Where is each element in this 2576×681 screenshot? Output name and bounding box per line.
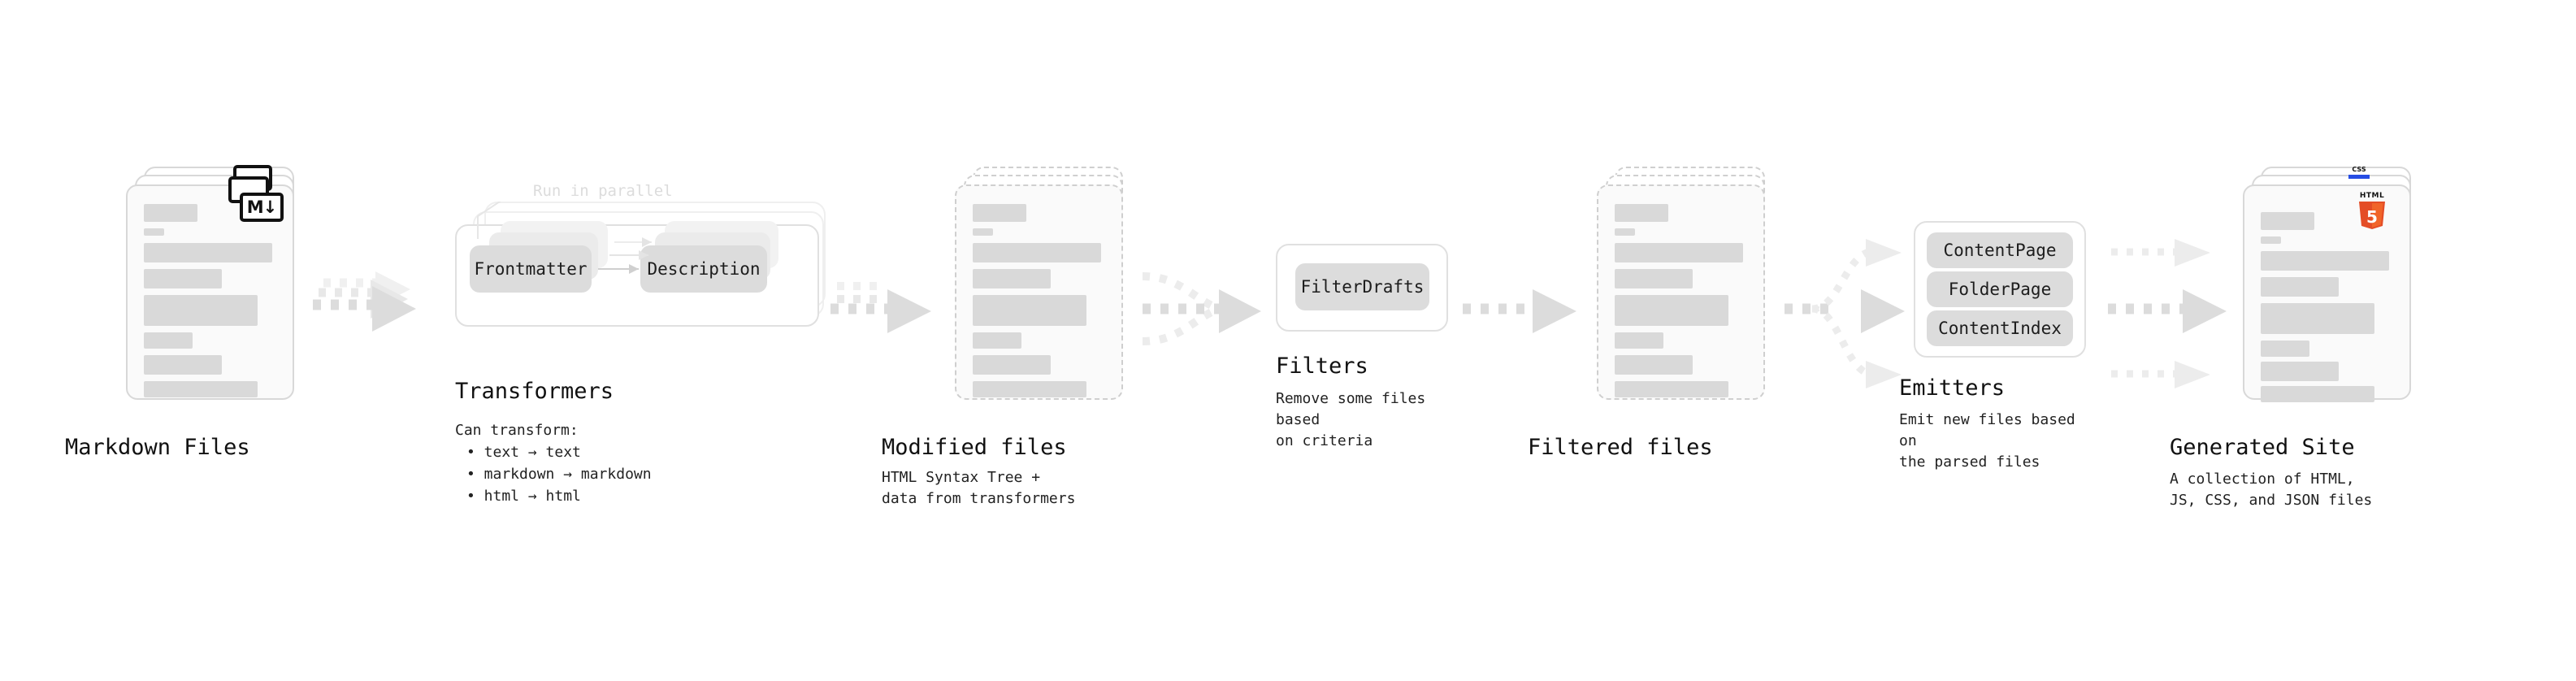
stage-title-modified-files: Modified files [882, 435, 1067, 460]
chip-filterdrafts[interactable]: FilterDrafts [1295, 263, 1429, 310]
skeleton-line [144, 269, 222, 288]
chip-contentpage-label: ContentPage [1943, 241, 2057, 260]
bullets-intro: Can transform: [455, 422, 579, 439]
skeleton-line [144, 295, 258, 326]
skeleton-line [2261, 362, 2339, 381]
skeleton-line [2261, 251, 2389, 271]
stage-markdown-files: M↓ Markdown Files [65, 165, 313, 460]
skeleton-line [973, 332, 1021, 349]
emitters-box-wrap: ContentPage FolderPage ContentIndex [1914, 221, 2101, 375]
transformers-note: Run in parallel [533, 182, 673, 200]
skeleton-line [973, 355, 1051, 375]
markdown-badge-front: M↓ [240, 193, 284, 222]
skeleton-line [1615, 332, 1663, 349]
stage-filtered-files: Filtered files [1528, 167, 1784, 460]
skeleton-title [2261, 212, 2314, 230]
filtered-card-stack [1597, 167, 1784, 419]
stage-title-filtered-files: Filtered files [1528, 435, 1713, 460]
arrow-filters-to-filtered [1463, 289, 1576, 333]
skeleton-title [973, 204, 1026, 222]
arrow-emitters-to-generated [2108, 239, 2227, 388]
markdown-card-stack: M↓ [126, 165, 313, 419]
stage-desc-emitters: Emit new files based on the parsed files [1899, 411, 2075, 471]
skeleton-line [1615, 243, 1743, 262]
chip-description-label: Description [647, 259, 761, 279]
transformers-bullets: Can transform: • text → text • markdown … [455, 419, 652, 507]
stage-desc-filters: Remove some files based on criteria [1276, 390, 1426, 450]
chip-contentindex[interactable]: ContentIndex [1927, 310, 2073, 346]
skeleton-title [144, 204, 197, 222]
stage-desc-modified-files: HTML Syntax Tree + data from transformer… [882, 469, 1076, 508]
generated-card-stack: CSS HTML 5 [2243, 166, 2438, 419]
stage-title-filters: Filters [1276, 354, 1368, 379]
chip-folderpage-label: FolderPage [1948, 280, 2052, 299]
html5-badge-number: 5 [2366, 207, 2378, 227]
arrow-modified-to-filters [1142, 272, 1261, 345]
bullet-item: • text → text [466, 444, 581, 461]
skeleton-line [144, 243, 272, 262]
modified-card-front [955, 184, 1123, 400]
arrow-transformers-to-modified [830, 282, 931, 333]
css-badge: CSS [2348, 166, 2370, 179]
skeleton-line [144, 332, 193, 349]
markdown-badge-text: M↓ [246, 197, 277, 217]
chip-contentpage[interactable]: ContentPage [1927, 232, 2073, 268]
html5-icon: HTML 5 [2357, 192, 2387, 229]
arrow-markdown-to-transformers [313, 271, 416, 332]
skeleton-title [1615, 204, 1668, 222]
stage-desc-generated-site: A collection of HTML, JS, CSS, and JSON … [2170, 471, 2373, 510]
skeleton-line [973, 269, 1051, 288]
stage-filters: FilterDrafts Filters Remove some files b… [1276, 244, 1463, 449]
chip-contentindex-label: ContentIndex [1938, 319, 2062, 338]
skeleton-line [1615, 355, 1693, 375]
skeleton-line [973, 243, 1101, 262]
bullet-item: • markdown → markdown [466, 466, 652, 483]
markdown-card-front [126, 184, 294, 400]
stage-title-emitters: Emitters [1899, 375, 2006, 401]
skeleton-line [2261, 340, 2309, 357]
chip-filterdrafts-label: FilterDrafts [1300, 277, 1425, 297]
transformers-box-stack: Frontmatter Description [455, 182, 845, 356]
chip-description[interactable]: Description [640, 245, 767, 293]
stage-transformers: Frontmatter Description [455, 182, 845, 505]
skeleton-subtitle [973, 228, 993, 236]
skeleton-subtitle [144, 228, 164, 236]
skeleton-line [1615, 269, 1693, 288]
skeleton-line [2261, 386, 2374, 402]
stage-generated-site: CSS HTML 5 Genera [2170, 166, 2438, 509]
skeleton-subtitle [2261, 236, 2281, 244]
chip-frontmatter[interactable]: Frontmatter [470, 245, 592, 293]
skeleton-line [2261, 303, 2374, 334]
filtered-card-front [1597, 184, 1765, 400]
skeleton-line [973, 295, 1086, 326]
skeleton-line [1615, 295, 1728, 326]
arrow-filtered-to-emitters [1785, 239, 1905, 388]
stage-title-markdown-files: Markdown Files [65, 435, 250, 460]
filters-box-wrap: FilterDrafts [1276, 244, 1463, 341]
chip-frontmatter-label: Frontmatter [474, 259, 588, 279]
bullet-item: • html → html [466, 488, 581, 505]
css-badge-label: CSS [2352, 166, 2366, 173]
skeleton-line [2261, 277, 2339, 297]
stage-modified-files: Modified files HTML Syntax Tree + data f… [882, 167, 1142, 507]
html5-badge-label: HTML [2359, 192, 2385, 200]
stage-title-transformers: Transformers [455, 379, 614, 404]
skeleton-subtitle [1615, 228, 1635, 236]
stage-emitters: ContentPage FolderPage ContentIndex Emit… [1899, 221, 2101, 471]
chip-folderpage[interactable]: FolderPage [1927, 271, 2073, 307]
skeleton-line [144, 381, 258, 397]
skeleton-line [144, 355, 222, 375]
modified-card-stack [955, 167, 1142, 419]
skeleton-line [1615, 381, 1728, 397]
skeleton-line [973, 381, 1086, 397]
stage-title-generated-site: Generated Site [2170, 435, 2355, 460]
